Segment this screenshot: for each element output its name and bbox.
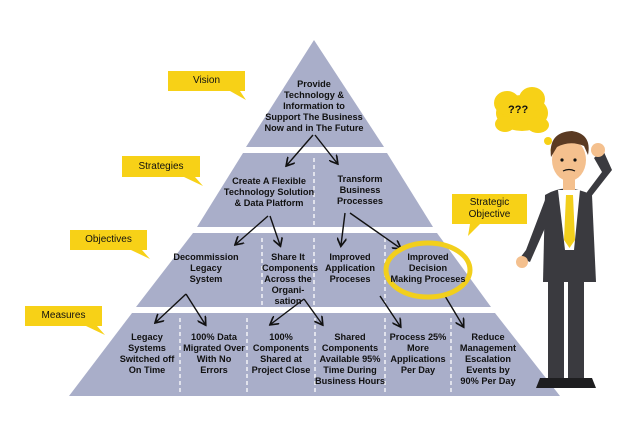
callout-measures-box	[25, 306, 105, 335]
measure-node-6: Reduce Management Escalation Events by 9…	[459, 332, 517, 386]
callout-vision-box	[168, 71, 246, 100]
question-marks-text: ???	[508, 104, 529, 116]
measure-node-3: 100% Components Shared at Project Close	[251, 332, 311, 375]
measure-node-1: Legacy Systems Switched off On Time	[119, 332, 175, 375]
measure-node-2: 100% Data Migrated Over With No Errors	[183, 332, 245, 375]
strategy-node-1: Create A Flexible Technology Solution & …	[223, 176, 315, 208]
tier-dividers	[179, 158, 452, 394]
objective-node-2: Share It Components Across the Organi- s…	[262, 252, 319, 306]
measure-node-5: Process 25% More Applications Per Day	[389, 332, 447, 375]
strategy-node-2: Transform Business Processes	[337, 174, 383, 206]
callout-objectives-box	[70, 230, 150, 259]
pyramid-tier-strategies	[197, 153, 433, 227]
callout-strategies-label: Strategies	[138, 161, 184, 172]
pyramid-tier-vision	[246, 40, 384, 147]
callout-strategies-box	[122, 156, 203, 186]
businessman-figure	[516, 131, 612, 388]
strategic-objective-highlight	[383, 240, 473, 300]
callout-measures-label: Measures	[41, 310, 86, 321]
objective-node-1: Decommission Legacy System	[173, 252, 239, 284]
measure-node-4: Shared Components Available 95% Time Dur…	[315, 332, 385, 386]
callout-strategic-objective-label: Strategic Objective	[468, 197, 511, 220]
callout-vision-label: Vision	[192, 75, 221, 86]
callout-objectives-label: Objectives	[85, 234, 132, 245]
thought-bubble	[494, 87, 556, 153]
objective-node-4: Improved Decision Making Proceses	[390, 252, 466, 284]
vision-node: Provide Technology & Information to Supp…	[264, 79, 364, 133]
callout-strategic-objective-box	[452, 194, 527, 236]
connector-arrows	[156, 134, 463, 326]
objective-node-3: Improved Application Proceses	[324, 252, 376, 284]
